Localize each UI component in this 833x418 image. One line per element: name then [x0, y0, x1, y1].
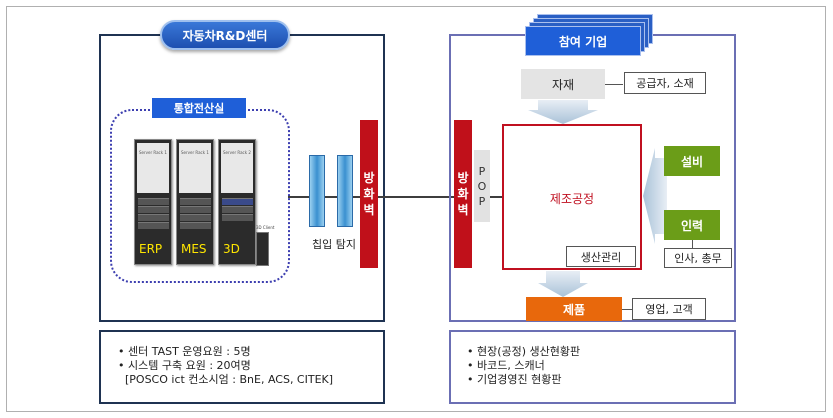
network-line-left — [288, 196, 362, 198]
hr-tag: 인사, 총무 — [664, 248, 732, 268]
product-box: 제품 — [526, 297, 622, 321]
equipment-box: 설비 — [664, 146, 720, 176]
server-rack-erp: Server Rack 1 ERP — [134, 139, 172, 265]
note-item: [POSCO ict 컨소시엄 : BnE, ACS, CITEK] — [118, 373, 334, 386]
material-arrow — [528, 100, 598, 124]
supplier-tag: 공급자, 소재 — [624, 72, 706, 94]
server-rack-mes: Server Rack 1 MES — [176, 139, 214, 265]
firewall-right: 방 화 벽 — [454, 120, 472, 268]
manufacturing-process-label: 제조공정 — [549, 192, 595, 206]
note-item: • 현장(공정) 생산현황판 — [467, 345, 581, 358]
pop-box: P O P — [474, 150, 490, 222]
rnd-notes-box — [99, 330, 385, 404]
rnd-center-title: 자동차R&D센터 — [160, 20, 290, 50]
note-item: • 기업경영진 현황판 — [467, 373, 562, 386]
connector — [605, 84, 623, 85]
client-tower — [256, 232, 269, 266]
tower-caption: 3D Client — [256, 225, 275, 230]
resource-arrow — [643, 148, 667, 244]
outer-frame — [6, 6, 826, 412]
intrusion-detection-label: 칩입 탐지 — [312, 238, 356, 251]
note-item: • 시스템 구축 요원 : 20여명 — [118, 359, 251, 372]
ids-device-1 — [309, 155, 325, 227]
sales-tag: 영업, 고객 — [632, 298, 706, 320]
production-mgmt-tag: 생산관리 — [566, 246, 636, 267]
rack-label: MES — [181, 242, 207, 256]
firewall-left: 방 화 벽 — [360, 120, 378, 268]
rack-label: ERP — [139, 242, 163, 256]
rack-header: Server Rack 1 — [181, 150, 209, 155]
note-item: • 센터 TAST 운영요원 : 5명 — [118, 345, 251, 358]
material-box: 자재 — [521, 69, 605, 99]
rnd-notes: • 센터 TAST 운영요원 : 5명 • 시스템 구축 요원 : 20여명 [… — [118, 345, 333, 387]
connector — [692, 240, 693, 248]
rack-header: Server Rack 1 — [139, 150, 167, 155]
manufacturing-process-box — [502, 124, 642, 270]
note-item: • 바코드, 스캐너 — [467, 359, 545, 372]
ids-device-2 — [337, 155, 353, 227]
server-rack-3d: Server Rack 2 3D — [218, 139, 256, 265]
network-line-right — [490, 196, 502, 198]
participant-notes-box — [449, 330, 736, 404]
product-arrow — [538, 271, 588, 297]
participant-title: 참여 기업 — [525, 26, 641, 56]
server-room-label: 통합전산실 — [152, 98, 246, 118]
participant-notes: • 현장(공정) 생산현황판 • 바코드, 스캐너 • 기업경영진 현황판 — [467, 345, 580, 387]
rack-header: Server Rack 2 — [223, 150, 251, 155]
network-line-middle — [378, 196, 454, 198]
connector — [622, 309, 632, 310]
manpower-box: 인력 — [664, 210, 720, 240]
rack-label: 3D — [223, 242, 240, 256]
